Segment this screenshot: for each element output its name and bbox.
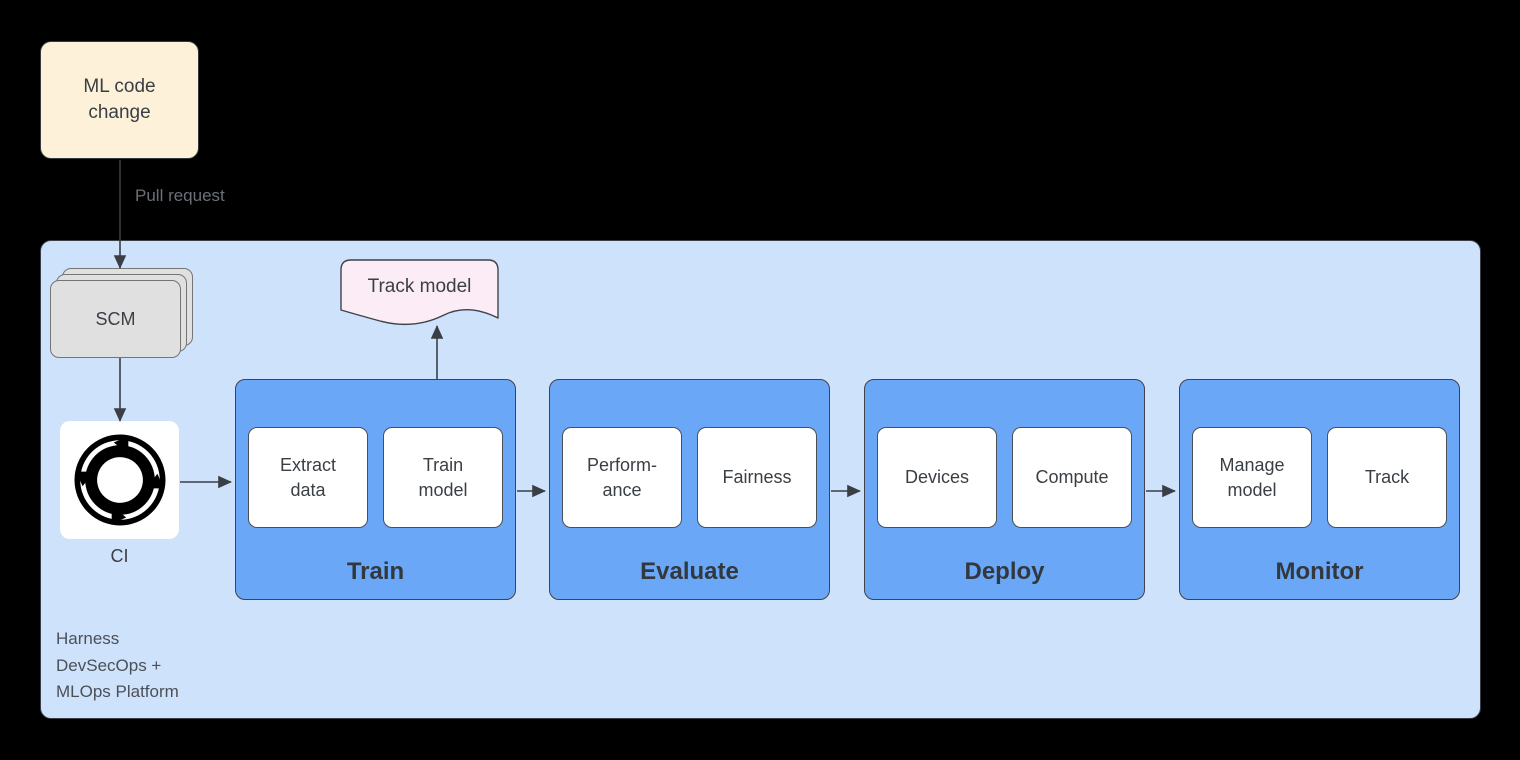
stage-train-substages: Extract data Train model xyxy=(236,427,515,528)
substage-devices[interactable]: Devices xyxy=(877,427,997,528)
stage-monitor-substages: Manage model Track xyxy=(1180,427,1459,528)
ci-label: CI xyxy=(110,546,129,566)
stage-deploy-title: Deploy xyxy=(964,558,1045,585)
pull-request-edge-label: Pull request xyxy=(135,186,225,205)
scm-box[interactable]: SCM xyxy=(50,268,193,358)
substage-label: Perform- ance xyxy=(586,454,657,500)
stage-monitor[interactable]: Manage model Track Monitor xyxy=(1179,379,1460,600)
substage-label: Manage model xyxy=(1219,454,1285,500)
track-model-document[interactable]: Track model xyxy=(340,259,499,329)
scm-stack-layer-front: SCM xyxy=(50,280,181,358)
stage-train[interactable]: Extract data Train model Train xyxy=(235,379,516,600)
platform-caption: Harness DevSecOps + MLOps Platform xyxy=(56,629,179,701)
continuous-integration-cycle-icon xyxy=(74,434,165,526)
stage-evaluate-title: Evaluate xyxy=(640,558,739,585)
stage-train-title: Train xyxy=(346,558,405,585)
stage-deploy-substages: Devices Compute xyxy=(865,427,1144,528)
scm-label: SCM xyxy=(95,308,136,329)
stage-monitor-title: Monitor xyxy=(1275,558,1364,585)
substage-fairness[interactable]: Fairness xyxy=(697,427,817,528)
substage-extract-data[interactable]: Extract data xyxy=(248,427,368,528)
stage-deploy[interactable]: Devices Compute Deploy xyxy=(864,379,1145,600)
substage-track[interactable]: Track xyxy=(1327,427,1447,528)
stage-evaluate[interactable]: Perform- ance Fairness Evaluate xyxy=(549,379,830,600)
substage-label: Fairness xyxy=(722,467,792,487)
substage-train-model[interactable]: Train model xyxy=(383,427,503,528)
stage-evaluate-substages: Perform- ance Fairness xyxy=(550,427,829,528)
substage-label: Extract data xyxy=(279,454,336,500)
ml-code-change-box[interactable]: ML code change xyxy=(40,41,199,159)
substage-label: Devices xyxy=(904,467,970,487)
ml-code-change-label: ML code change xyxy=(83,76,156,123)
substage-compute[interactable]: Compute xyxy=(1012,427,1132,528)
ci-icon[interactable] xyxy=(60,421,179,539)
substage-label: Compute xyxy=(1035,467,1109,487)
document-shape-icon xyxy=(340,259,499,326)
substage-label: Track xyxy=(1364,467,1410,487)
substage-manage-model[interactable]: Manage model xyxy=(1192,427,1312,528)
substage-performance[interactable]: Perform- ance xyxy=(562,427,682,528)
substage-label: Train model xyxy=(418,454,468,500)
